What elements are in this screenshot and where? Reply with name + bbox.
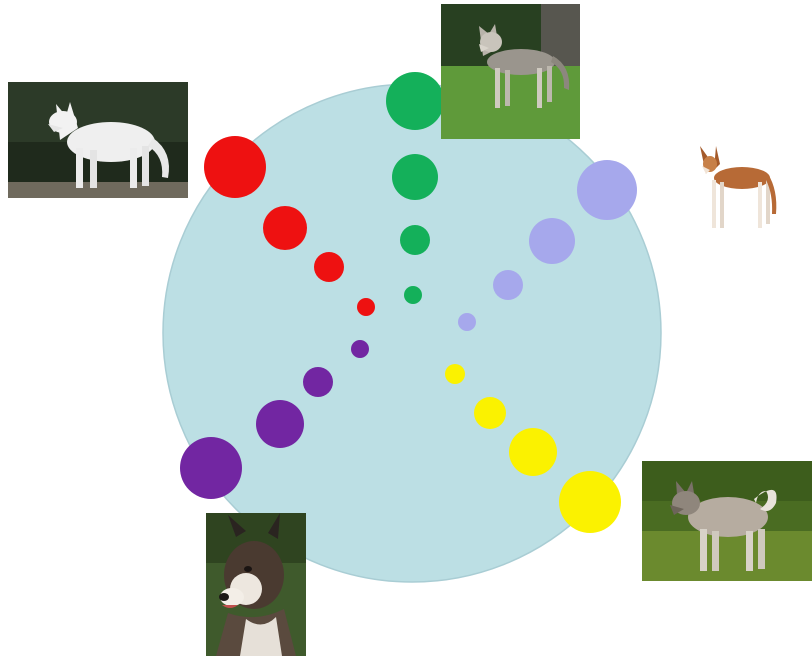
yellow-dot-4 bbox=[559, 471, 621, 533]
wolfdog-portrait-icon bbox=[206, 513, 306, 656]
lavender-dot-2 bbox=[493, 270, 523, 300]
grey-wolfdog-photo bbox=[441, 4, 580, 139]
dark-wolfdog-portrait-photo bbox=[206, 513, 306, 656]
white-dog-icon bbox=[8, 82, 188, 198]
green-dot-1 bbox=[404, 286, 422, 304]
red-dot-1 bbox=[357, 298, 375, 316]
yellow-dot-2 bbox=[474, 397, 506, 429]
green-dot-2 bbox=[400, 225, 430, 255]
purple-dot-2 bbox=[303, 367, 333, 397]
lavender-dot-3 bbox=[529, 218, 575, 264]
grey-spitz-dog-photo bbox=[642, 461, 812, 581]
green-dot-3 bbox=[392, 154, 438, 200]
green-dot-4 bbox=[386, 72, 444, 130]
red-dot-4 bbox=[204, 136, 266, 198]
white-shepherd-dog-photo bbox=[8, 82, 188, 198]
tan-sighthound-photo bbox=[680, 140, 785, 236]
purple-dot-1 bbox=[351, 340, 369, 358]
spitz-dog-icon bbox=[642, 461, 812, 581]
yellow-dot-3 bbox=[509, 428, 557, 476]
purple-dot-3 bbox=[256, 400, 304, 448]
grey-dog-icon bbox=[441, 4, 580, 139]
lavender-dot-4 bbox=[577, 160, 637, 220]
tan-dog-icon bbox=[680, 140, 785, 236]
purple-dot-4 bbox=[180, 437, 242, 499]
yellow-dot-1 bbox=[445, 364, 465, 384]
red-dot-2 bbox=[314, 252, 344, 282]
lavender-dot-1 bbox=[458, 313, 476, 331]
red-dot-3 bbox=[263, 206, 307, 250]
